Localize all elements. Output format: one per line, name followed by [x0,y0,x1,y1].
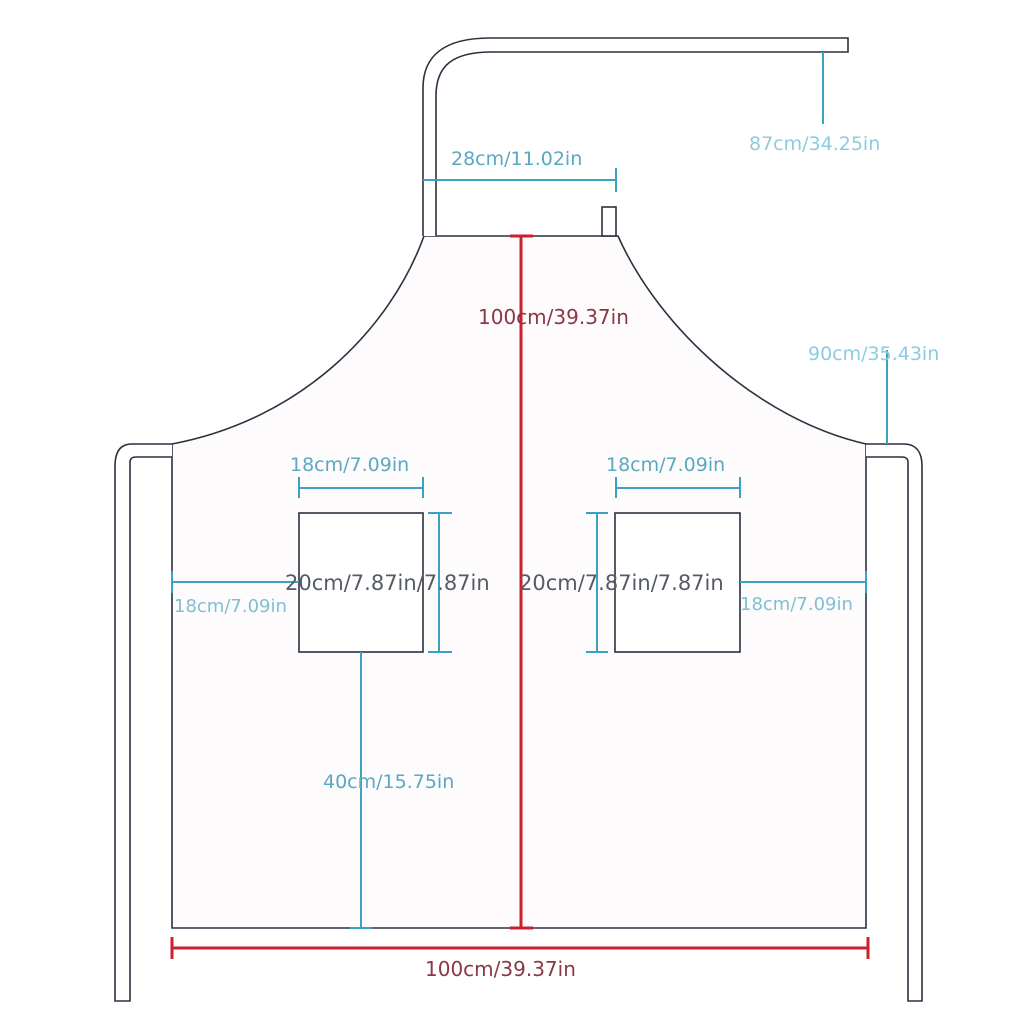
right-pocket-side-dimension [740,571,867,593]
right-pocket-side-label: 18cm/7.09in [740,594,853,615]
neck-strap-label: 87cm/34.25in [749,133,880,155]
left-waist-tie [114,443,172,1002]
left-pocket-height-dimension [428,512,452,653]
right-pocket-width-dimension [615,477,741,498]
bottom-width-dimension [170,937,870,959]
right-pocket-height-dimension [586,512,608,653]
right-pocket [614,512,741,653]
neck-width-dimension [423,168,617,192]
right-waist-tie [866,443,923,1002]
left-pocket-side-dimension [171,571,299,593]
apron-body [171,235,867,929]
bottom-width-label: 100cm/39.37in [425,957,576,981]
left-pocket-width-label: 18cm/7.09in [290,454,409,476]
neck-width-label: 28cm/11.02in [451,148,582,170]
waist-tie-label: 90cm/35.43in [808,343,939,365]
left-pocket-height-label: 20cm/7.87in/7.87in [285,571,490,595]
center-length-dimension [510,234,533,930]
pocket-bottom-dimension [350,652,372,929]
left-pocket-width-dimension [298,477,424,498]
right-pocket-width-label: 18cm/7.09in [606,454,725,476]
neck-strap-tab [601,206,617,237]
pocket-bottom-label: 40cm/15.75in [323,771,454,793]
neck-strap [422,37,849,236]
center-length-label: 100cm/39.37in [478,305,629,329]
right-pocket-height-label: 20cm/7.87in/7.87in [519,571,724,595]
left-pocket-side-label: 18cm/7.09in [174,596,287,617]
left-pocket [298,512,424,653]
